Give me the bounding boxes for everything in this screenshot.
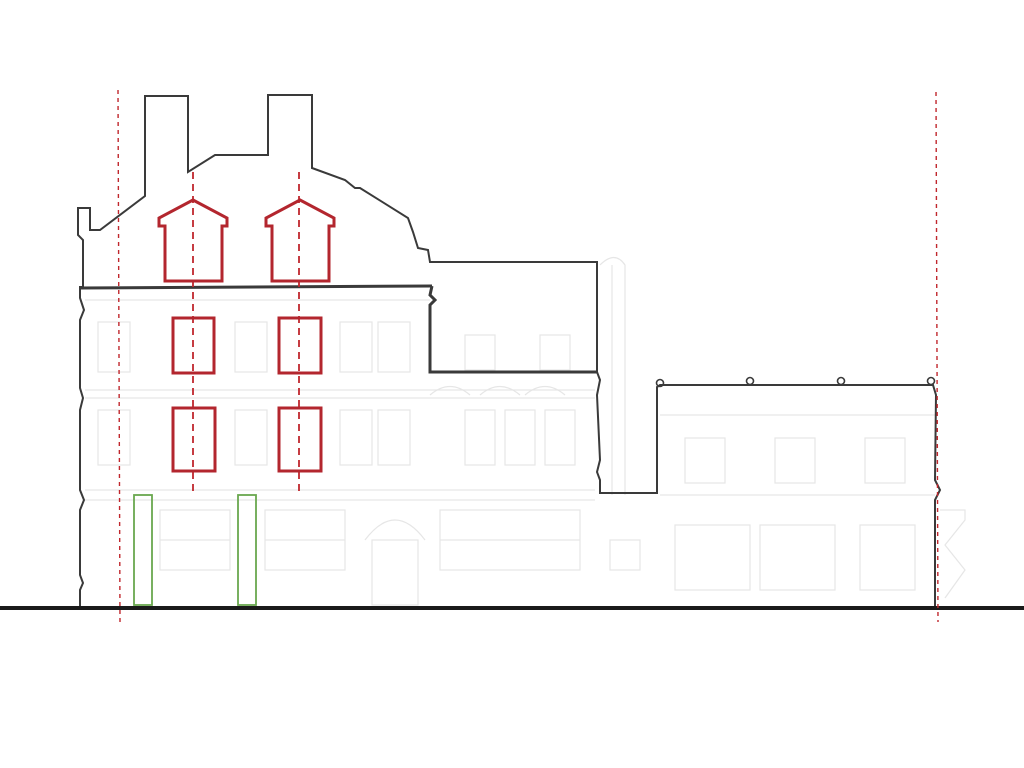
dormer-window-left: [157, 198, 229, 283]
highlighted-doors: [133, 494, 257, 606]
faint-facade-detail: [85, 256, 966, 606]
window-first-floor-left: [171, 406, 217, 473]
door-right: [237, 494, 257, 606]
right-boundary-line: [935, 91, 939, 623]
finial: [655, 378, 665, 388]
main-building-outline: [77, 94, 942, 607]
finial: [745, 376, 755, 386]
building-outline: [77, 94, 942, 607]
window-second-floor-left: [171, 316, 216, 375]
dormer-window-right: [264, 198, 336, 283]
window-axes: [192, 172, 300, 495]
finial: [836, 376, 846, 386]
door-left: [133, 494, 153, 606]
window-first-floor-right: [277, 406, 323, 473]
finial: [926, 376, 936, 386]
reference-axes: [117, 89, 939, 623]
left-boundary-line: [117, 89, 121, 623]
upper-floor-line: [79, 284, 433, 290]
setback-outline: [428, 285, 597, 374]
highlighted-windows: [157, 198, 336, 473]
window-second-floor-right: [277, 316, 323, 375]
